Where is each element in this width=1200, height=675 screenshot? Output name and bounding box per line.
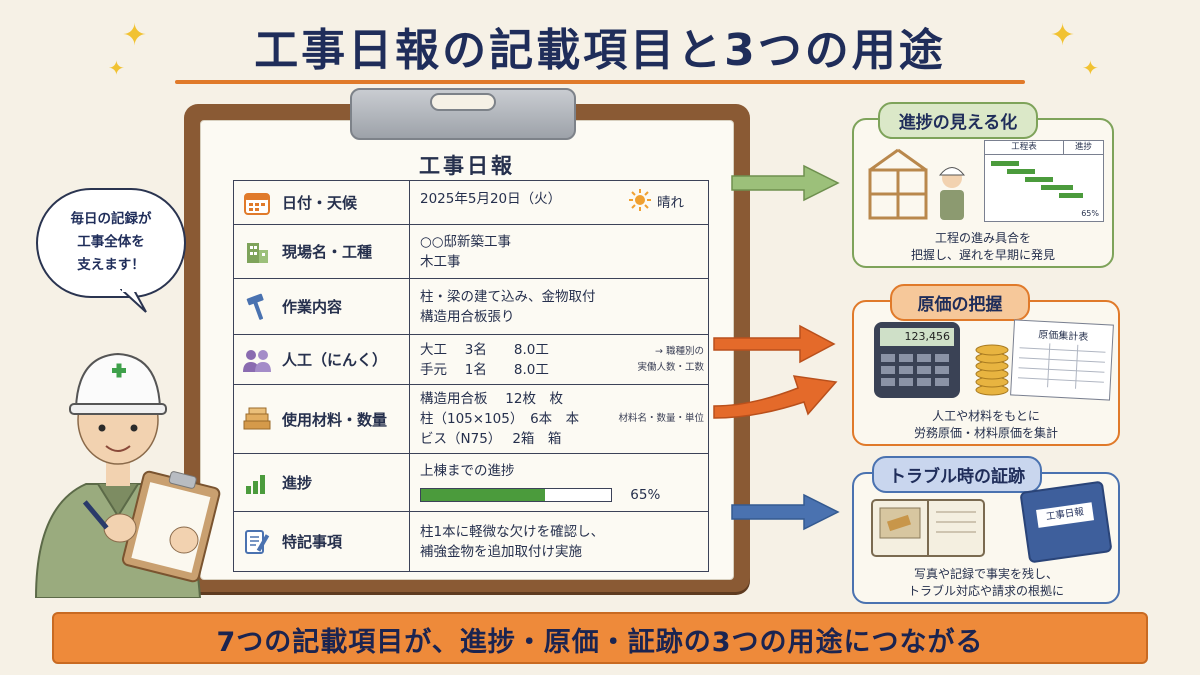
row-label: 人工（にんく）	[282, 351, 388, 369]
house-frame-illustration	[864, 142, 974, 228]
panel-heading: 原価の把握	[890, 284, 1030, 321]
date-value: 2025年5月20日（火）	[420, 190, 562, 207]
table-row: 使用材料・数量 構造用合板 12枚 枚 柱（105×105） 6本 本 ビス（N…	[233, 384, 709, 454]
gantt-chart: 工程表 進捗 65%	[984, 140, 1104, 222]
panel-caption: 工程の進み具合を 把握し、遅れを早期に発見	[852, 230, 1114, 264]
labor-line: 大工 3名 8.0工	[420, 341, 549, 358]
site-name-value: ○○邸新築工事	[420, 233, 512, 250]
bubble-text: 毎日の記録が 工事全体を 支えます！	[36, 208, 186, 277]
bubble-line: 工事全体を	[77, 234, 145, 250]
sparkle-icon: ✦	[1082, 56, 1099, 80]
report-title: 工事日報	[419, 154, 515, 178]
labor-line: 手元 1名 8.0工	[420, 361, 549, 378]
workers-icon	[242, 345, 272, 375]
row-label: 日付・天候	[282, 194, 358, 212]
ninku-note: 実働人数・工数	[637, 361, 704, 373]
progress-caption: 上棟までの進捗	[420, 462, 515, 479]
row-label: 進捗	[282, 474, 313, 492]
gantt-header: 進捗	[1074, 142, 1092, 152]
remarks-line: 補強金物を追加取付け実施	[420, 543, 582, 560]
notebook-pen-icon	[242, 527, 272, 557]
speech-bubble	[36, 188, 186, 298]
row-label: 特記事項	[282, 533, 343, 551]
progress-bar	[420, 487, 612, 502]
clipboard-clip-hole	[430, 93, 496, 111]
caption-line: 写真や記録で事実を残し、	[913, 567, 1058, 581]
panel-heading: トラブル時の証跡	[872, 456, 1042, 493]
caption-line: 人工や材料をもとに	[932, 409, 1040, 423]
row-label: 作業内容	[282, 298, 343, 316]
material-line: 柱（105×105） 6本 本	[420, 411, 580, 427]
caption-line: 労務原価・材料原価を集計	[913, 426, 1058, 440]
photo-binder-icon	[870, 494, 990, 564]
building-icon	[242, 237, 272, 267]
panel-caption: 写真や記録で事実を残し、 トラブル対応や請求の根拠に	[852, 566, 1120, 600]
gantt-value: 65%	[1081, 209, 1099, 218]
work-content-line: 構造用合板張り	[420, 308, 515, 325]
lumber-icon	[242, 404, 272, 434]
summary-banner-text: 7つの記載項目が、進捗・原価・証跡の3つの用途につながる	[216, 627, 984, 658]
table-row: 現場名・工種 ○○邸新築工事 木工事	[233, 224, 709, 279]
material-line: 構造用合板 12枚 枚	[420, 391, 563, 407]
bar-chart-icon	[242, 468, 272, 498]
work-content-line: 柱・梁の建て込み、金物取付	[420, 288, 596, 305]
summary-banner	[52, 612, 1148, 664]
row-label: 使用材料・数量	[282, 410, 388, 429]
row-label: 現場名・工種	[282, 243, 373, 261]
table-row: 特記事項 柱1本に軽微な欠けを確認し、 補強金物を追加取付け実施	[233, 511, 709, 572]
progress-fill	[421, 488, 545, 501]
gantt-header: 工程表	[985, 141, 1064, 154]
book-label: 工事日報	[1036, 502, 1095, 528]
caption-line: 把握し、遅れを早期に発見	[910, 248, 1055, 262]
arrow-to-progress	[730, 162, 842, 204]
sparkle-icon: ✦	[122, 18, 148, 53]
page-title: 工事日報の記載項目と3つの用途	[254, 25, 946, 76]
progress-value: 65%	[630, 486, 661, 503]
arrow-to-evidence	[730, 491, 842, 533]
panel-caption: 人工や材料をもとに 労務原価・材料原価を集計	[852, 408, 1120, 442]
panel-heading: 進捗の見える化	[878, 102, 1038, 139]
remarks-line: 柱1本に軽微な欠けを確認し、	[420, 523, 605, 540]
report-table: 日付・天候 2025年5月20日（火） 晴れ 現場名・工種	[233, 180, 709, 572]
coins-icon	[974, 338, 1020, 402]
material-line: ビス（N75） 2箱 箱	[420, 431, 562, 447]
calculator-display: 123,456	[880, 328, 954, 346]
sun-icon	[629, 188, 651, 217]
table-row: 人工（にんく） 大工 3名 8.0工 手元 1名 8.0工 → 職種別の 実働人…	[233, 334, 709, 385]
title-underline	[175, 80, 1025, 84]
bubble-line: 支えます！	[77, 257, 145, 273]
materials-note: 材料名・数量・単位	[618, 413, 704, 424]
arrow-to-cost-2	[712, 366, 840, 422]
sparkle-icon: ✦	[1050, 18, 1076, 53]
speech-bubble-tail	[119, 288, 150, 320]
table-row: 進捗 上棟までの進捗 65%	[233, 453, 709, 512]
work-type-value: 木工事	[420, 253, 461, 270]
cost-sheet: 原価集計表	[1010, 319, 1114, 401]
report-book-icon: 工事日報	[1019, 480, 1113, 564]
calculator-icon: 123,456	[874, 322, 960, 398]
caption-line: 工程の進み具合を	[934, 231, 1031, 245]
caption-line: トラブル対応や請求の根拠に	[907, 584, 1064, 598]
calendar-icon	[242, 188, 272, 218]
table-row: 日付・天候 2025年5月20日（火） 晴れ	[233, 180, 709, 225]
arrow-to-cost-1	[712, 322, 838, 366]
sparkle-icon: ✦	[108, 56, 125, 80]
worker-illustration	[26, 316, 226, 602]
bubble-line: 毎日の記録が	[70, 211, 152, 227]
hammer-icon	[242, 292, 272, 322]
ninku-note: → 職種別の	[655, 345, 704, 357]
weather-value: 晴れ	[657, 194, 684, 211]
table-row: 作業内容 柱・梁の建て込み、金物取付 構造用合板張り	[233, 278, 709, 335]
